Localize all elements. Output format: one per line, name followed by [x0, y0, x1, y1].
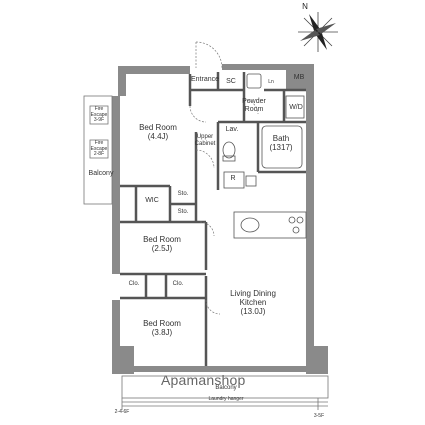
sto-1-label: Sto. [177, 191, 189, 197]
floor-note-left: 2-4-6F [114, 409, 130, 415]
stove-burner-icon [288, 216, 296, 224]
fire-escape-2-line2: Escape [90, 145, 108, 152]
bed-room-3-name: Bed Room [143, 319, 181, 328]
bath-label: Bath (1317) [258, 134, 304, 153]
bed-room-2-size: (2.5J) [151, 243, 173, 253]
mb-label: MB [293, 74, 305, 81]
ldk-name-line1: Living Dining [230, 289, 276, 298]
powder-room-label: Powder Room [232, 98, 276, 113]
fire-escape-1-label: Fire Escape 3-9F [90, 106, 108, 124]
apamanshop-watermark: Apamanshop [161, 372, 246, 388]
balcony-bottom-label: Balcony [215, 385, 237, 391]
floor-note-right: 3-5F [313, 413, 325, 419]
outer-walls [112, 64, 328, 374]
fire-escape-1-line3: 3-9F [93, 117, 105, 123]
refrigerator-label: R [230, 175, 236, 182]
fire-escape-2-line1: Fire [94, 140, 104, 146]
washbasin-icon [246, 73, 262, 89]
bottom-balcony [121, 375, 329, 410]
bed-room-1-name: Bed Room [139, 123, 177, 132]
bath-size: (1317) [269, 142, 293, 152]
side-balcony [83, 95, 113, 205]
toilet-icon [222, 141, 236, 159]
ldk-size: (13.0J) [240, 306, 266, 316]
fire-escape-2-label: Fire Escape 2-8F [90, 140, 108, 158]
entrance-label: Entrance [190, 76, 220, 83]
upper-cabinet-label: Upper Cabinet [192, 134, 218, 147]
sink-icon [240, 217, 260, 233]
clo-1-label: Clo. [128, 281, 140, 287]
laundry-hanger-label: Laundry hanger [208, 396, 244, 402]
balcony-side-label: Balcony [88, 170, 114, 177]
bed-room-2-name: Bed Room [143, 235, 181, 244]
clo-2-label: Clo. [172, 281, 184, 287]
interior-walls [120, 72, 306, 366]
ldk-name-line2: Kitchen [239, 297, 267, 307]
wd-label: W/D [289, 104, 303, 111]
door-swings [189, 41, 259, 315]
bed-room-3-label: Bed Room (3.8J) [132, 319, 192, 338]
fire-escape-hatch-icon-2 [89, 139, 109, 159]
fire-escape-2-line3: 2-8F [93, 151, 105, 157]
bed-room-1-label: Bed Room (4.4J) [128, 123, 188, 142]
bed-room-3-size: (3.8J) [151, 327, 173, 337]
upper-cabinet-line2: Cabinet [194, 140, 216, 147]
bed-room-2-label: Bed Room (2.5J) [132, 235, 192, 254]
bed-room-1-size: (4.4J) [147, 131, 169, 141]
wic-label: WIC [145, 197, 159, 204]
compass-north-label: N [302, 2, 308, 11]
upper-cabinet-line1: Upper [196, 134, 214, 140]
fire-escape-1-line2: Escape [90, 111, 108, 118]
bath-name: Bath [272, 134, 290, 143]
ldk-label: Living Dining Kitchen (13.0J) [218, 289, 288, 316]
lav-label: Lav. [225, 126, 239, 133]
powder-room-line1: Powder [242, 98, 266, 105]
ln-label: Ln [268, 79, 274, 85]
fire-escape-hatch-icon [89, 105, 109, 125]
kitchen-counter [233, 211, 307, 239]
sto-2-label: Sto. [177, 209, 189, 215]
powder-room-line2: Room [244, 105, 264, 113]
compass-rose-icon [298, 12, 338, 52]
sc-label: SC [226, 78, 236, 85]
fixtures [222, 73, 307, 239]
fire-escape-1-line1: Fire [94, 106, 104, 112]
